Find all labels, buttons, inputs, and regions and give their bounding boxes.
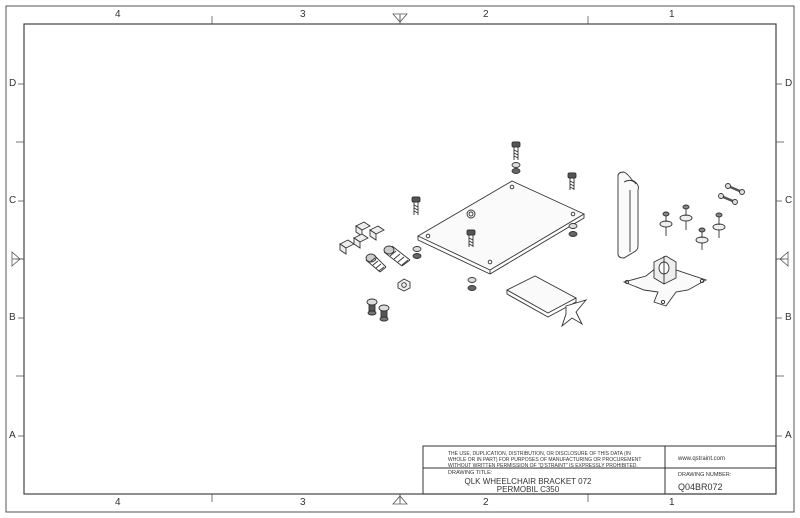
drawing-title-line-2: PERMOBIL C350 <box>496 485 560 494</box>
zone-col-1-bottom: 1 <box>669 497 675 508</box>
notice-line-1: THE USE, DUPLICATION, DISTRIBUTION, OR D… <box>448 451 631 457</box>
main-plate <box>417 180 585 275</box>
zone-col-3-top: 3 <box>300 9 306 20</box>
zone-col-2-bottom: 2 <box>483 497 489 508</box>
zone-row-b-right: B <box>785 312 792 323</box>
x-mount-plate <box>622 255 708 307</box>
zone-row-d-right: D <box>785 78 793 89</box>
outer-border <box>5 5 795 513</box>
screw-left <box>411 196 422 259</box>
screw-center <box>466 229 477 291</box>
zone-col-4-top: 4 <box>115 9 121 20</box>
zone-col-4-bottom: 4 <box>115 497 121 508</box>
title-block-notice: THE USE, DUPLICATION, DISTRIBUTION, OR D… <box>448 451 668 469</box>
zone-row-a-right: A <box>785 430 792 441</box>
nut <box>397 278 411 292</box>
screw-right <box>567 172 577 190</box>
square-pads <box>339 221 385 255</box>
washers-right <box>568 223 578 237</box>
pins <box>718 183 745 205</box>
screw-top <box>511 141 521 174</box>
website: www.qstraint.com <box>678 456 726 462</box>
notice-line-3: WITHOUT WRITTEN PERMISSION OF "Q'STRAINT… <box>448 463 638 469</box>
wedge-bracket <box>506 275 588 328</box>
small-screws <box>366 298 390 322</box>
zone-col-2-top: 2 <box>483 9 489 20</box>
zone-row-b-left: B <box>9 312 16 323</box>
notice-line-2: WHOLE OR IN PART) FOR PURPOSES OF MANUFA… <box>448 457 642 463</box>
centering-marks <box>11 13 789 505</box>
drawing-title-label: DRAWING TITLE: <box>448 470 493 476</box>
drawing-title-line-1: QLK WHEELCHAIR BRACKET 072 <box>464 477 592 486</box>
vertical-strap <box>617 171 639 259</box>
drawing-number-label: DRAWING NUMBER: <box>678 472 732 478</box>
zone-row-c-right: C <box>785 195 793 206</box>
zone-col-1-top: 1 <box>669 9 675 20</box>
zone-row-c-left: C <box>9 195 17 206</box>
knob-screws <box>659 204 726 250</box>
drawing-number: Q04BR072 <box>678 482 723 492</box>
zone-row-a-left: A <box>9 430 16 441</box>
title-block-frame <box>422 445 777 495</box>
parts-art <box>339 141 745 328</box>
zone-row-d-left: D <box>9 78 17 89</box>
zone-col-3-bottom: 3 <box>300 497 306 508</box>
long-bolts <box>365 245 411 273</box>
